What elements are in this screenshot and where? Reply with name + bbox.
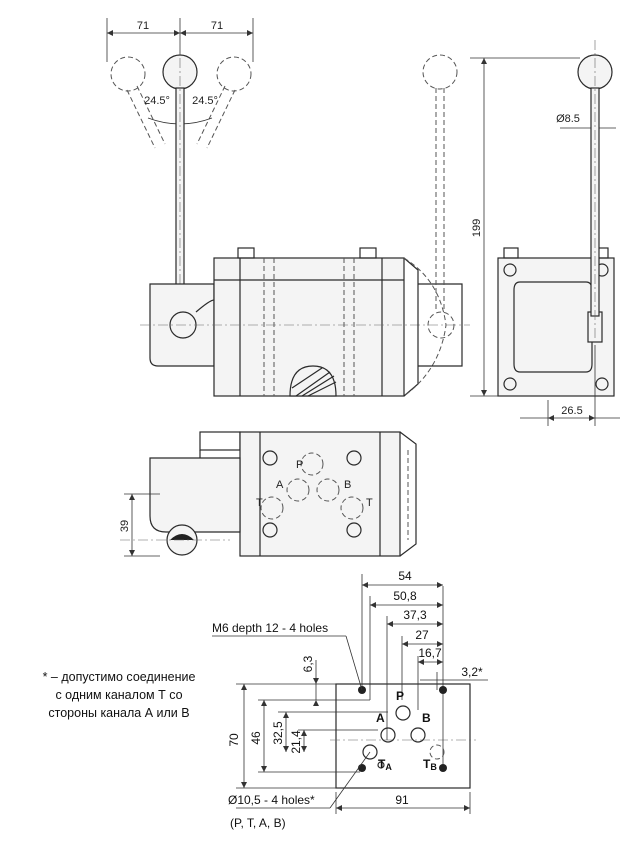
angle-left: 24.5°	[144, 95, 170, 107]
callout-port-holes-sub: (P, T, A, B)	[230, 816, 286, 830]
middle-view: P A B T T 39	[119, 431, 417, 557]
dim-side-26-5: 26.5	[561, 405, 582, 417]
valve-body-side: 199 Ø8.5 26.5	[470, 40, 620, 426]
mid-port-p: P	[296, 459, 303, 471]
port-a	[380, 727, 396, 743]
mid-port-b: B	[344, 479, 351, 491]
dim-91: 91	[395, 793, 409, 807]
face-port-b: B	[422, 711, 431, 725]
dim-16-7: 16,7	[418, 646, 442, 660]
port-tb	[429, 744, 445, 760]
face-port-tb: TB	[423, 757, 437, 772]
dim-50-8: 50,8	[393, 589, 417, 603]
dim-right-71: 71	[211, 20, 223, 32]
footnote-line-2: с одним каналом Т со	[55, 688, 183, 702]
dim-46: 46	[249, 731, 263, 745]
lever-right-dashed	[196, 56, 252, 149]
callout-m6-holes: M6 depth 12 - 4 holes	[212, 621, 328, 635]
face-port-ta: TA	[378, 757, 392, 772]
port-p	[395, 705, 411, 721]
dim-39: 39	[119, 520, 131, 532]
dim-left-71: 71	[137, 20, 149, 32]
face-port-a: A	[376, 711, 385, 725]
mount-face: 54 50,8 37,3 27 16,7 3,2* 70 46 32,5 21,…	[212, 569, 488, 830]
footnote-line-3: стороны канала А или В	[48, 706, 190, 720]
footnote-line-1: * – допустимо соединение	[42, 670, 196, 684]
dim-32-5: 32,5	[271, 721, 285, 745]
dim-27: 27	[415, 628, 429, 642]
angle-right: 24.5°	[192, 95, 218, 107]
face-port-p: P	[396, 689, 404, 703]
dim-3-2: 3,2*	[461, 665, 483, 679]
mid-port-t1: T	[256, 497, 263, 509]
footnote: * – допустимо соединение с одним каналом…	[14, 668, 224, 722]
port-b	[410, 727, 426, 743]
top-view: 71 71 24.5° 24.5°	[106, 18, 620, 426]
dim-21-4: 21,4	[289, 730, 303, 754]
dim-70: 70	[227, 733, 241, 747]
lever-left-dashed	[110, 56, 166, 149]
dim-6-3: 6,3	[301, 655, 315, 672]
mid-port-a: A	[276, 479, 284, 491]
callout-port-holes: Ø10,5 - 4 holes*	[228, 793, 315, 807]
dim-height-199: 199	[471, 219, 483, 237]
dim-rod: Ø8.5	[556, 113, 580, 125]
port-ta	[362, 744, 378, 760]
valve-body-front	[140, 54, 470, 397]
dim-54: 54	[398, 569, 412, 583]
mid-port-t2: T	[366, 497, 373, 509]
dim-37-3: 37,3	[403, 608, 427, 622]
